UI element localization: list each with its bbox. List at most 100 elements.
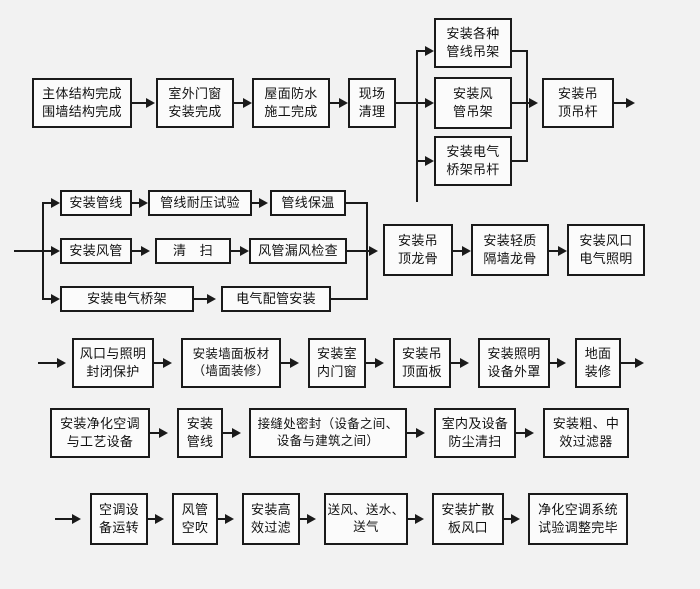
arrow-n31-n32 <box>155 514 164 524</box>
node-line: 接缝处密封（设备之间、 <box>257 416 399 431</box>
connector-n7-merge <box>512 160 528 162</box>
node-n18: 安装轻质 隔墙龙骨 <box>471 224 549 276</box>
node-n31: 空调设 备运转 <box>90 493 148 545</box>
node-line: 桥架吊杆 <box>446 162 500 177</box>
node-n2: 室外门窗 安装完成 <box>156 78 234 128</box>
arrow-row1-exit <box>626 98 635 108</box>
connector-n16-merge <box>331 298 368 300</box>
node-line: 隔墙龙骨 <box>483 251 537 266</box>
node-line: 室内及设备 <box>441 416 509 432</box>
node-line: 安装高 <box>251 502 291 518</box>
node-n10: 管线耐压试验 <box>148 190 252 216</box>
node-n32: 风管 空吹 <box>172 493 218 545</box>
arrow-n18-n19 <box>558 246 567 256</box>
node-line: 试验调整完毕 <box>538 520 618 535</box>
connector-n1-n2 <box>132 102 148 104</box>
node-line: 安装照明 <box>487 346 541 362</box>
node-line: 设备与建筑之间） <box>276 434 380 448</box>
arrow-row5-entry <box>72 514 81 524</box>
node-line: 安装 <box>186 416 214 432</box>
connector-n11-merge <box>346 202 368 204</box>
arrow-n33-n34 <box>307 514 316 524</box>
node-n33: 安装高 效过滤 <box>242 493 300 545</box>
connector-split-n5 <box>416 50 430 52</box>
node-line: 施工完成 <box>264 104 318 119</box>
connector-n31-n32 <box>148 518 160 520</box>
connector-n23-n24 <box>451 362 465 364</box>
node-n20: 风口与照明 封闭保护 <box>72 338 154 388</box>
node-n28: 接缝处密封（设备之间、 设备与建筑之间） <box>249 408 407 458</box>
node-line: 送风、送水、 <box>327 502 405 517</box>
node-line: （墙面装修） <box>192 364 270 378</box>
node-line: 管线吊架 <box>446 44 500 59</box>
connector-row2-split-n9 <box>42 202 56 204</box>
connector-row5-entry <box>55 518 77 520</box>
arrow-row2-n9 <box>51 198 60 208</box>
node-n8: 安装吊 顶吊杆 <box>542 78 614 128</box>
connector-n21-n22 <box>281 362 295 364</box>
node-line: 顶面板 <box>402 364 442 379</box>
node-n29: 室内及设备 防尘清扫 <box>434 408 516 458</box>
node-n11: 管线保温 <box>270 190 346 216</box>
connector-n28-n29 <box>407 432 421 434</box>
node-line: 安装净化空调 <box>60 416 140 432</box>
node-line: 电气照明 <box>579 251 633 266</box>
arrow-n27-n28 <box>232 428 241 438</box>
connector-row2-split-n15 <box>42 298 56 300</box>
node-line: 清理 <box>358 104 386 119</box>
connector-n12-n13 <box>132 250 146 252</box>
connector-n33-n34 <box>300 518 312 520</box>
node-n1: 主体结构完成 围墙结构完成 <box>32 78 132 128</box>
arrow-n10-n11 <box>259 198 268 208</box>
node-line: 安装吊 <box>402 346 442 362</box>
connector-row2-entry <box>14 250 44 252</box>
node-line: 安装风口 <box>579 233 633 249</box>
connector-split-n7 <box>416 160 430 162</box>
node-line: 主体结构完成 <box>42 86 122 102</box>
connector-merge-vertical <box>526 50 528 162</box>
node-line: 安装粗、中 <box>552 416 620 432</box>
node-line: 安装风管 <box>69 243 123 259</box>
node-n13: 清 扫 <box>155 238 231 264</box>
connector-row3-exit <box>621 362 639 364</box>
node-line: 装修 <box>584 364 612 379</box>
node-line: 送气 <box>353 520 379 534</box>
node-n25: 地面 装修 <box>575 338 621 388</box>
connector-n32-n33 <box>218 518 230 520</box>
node-n26: 安装净化空调 与工艺设备 <box>50 408 150 458</box>
node-line: 安装管线 <box>69 195 123 211</box>
arrow-row2-n15 <box>51 294 60 304</box>
node-line: 设备外罩 <box>487 364 541 379</box>
node-n22: 安装室 内门窗 <box>308 338 366 388</box>
node-line: 安装吊 <box>398 233 438 249</box>
node-line: 风口与照明 <box>79 346 147 362</box>
node-line: 板风口 <box>448 520 488 535</box>
node-n9: 安装管线 <box>60 190 132 216</box>
node-line: 围墙结构完成 <box>42 104 122 119</box>
node-line: 地面 <box>584 346 612 362</box>
node-line: 安装扩散 <box>441 502 495 518</box>
connector-n4-split <box>396 102 418 104</box>
connector-n17-n18 <box>453 250 467 252</box>
node-n27: 安装 管线 <box>177 408 223 458</box>
node-line: 安装电气桥架 <box>87 291 167 307</box>
arrow-n24-n25 <box>557 358 566 368</box>
arrow-merge-n17 <box>369 246 378 256</box>
arrow-n32-n33 <box>225 514 234 524</box>
node-n16: 电气配管安装 <box>221 286 331 312</box>
node-line: 安装轻质 <box>483 233 537 249</box>
connector-n22-n23 <box>366 362 380 364</box>
node-n23: 安装吊 顶面板 <box>393 338 451 388</box>
node-n24: 安装照明 设备外罩 <box>478 338 550 388</box>
connector-merge-n8 <box>512 102 534 104</box>
node-line: 顶龙骨 <box>398 251 438 266</box>
node-line: 与工艺设备 <box>66 434 134 449</box>
node-n19: 安装风口 电气照明 <box>567 224 645 276</box>
arrow-n15-n16 <box>207 294 216 304</box>
node-line: 安装风 <box>453 86 493 102</box>
connector-n13-n14 <box>231 250 245 252</box>
connector-n27-n28 <box>223 432 237 434</box>
node-line: 安装各种 <box>446 26 500 42</box>
arrow-row3-entry <box>57 358 66 368</box>
